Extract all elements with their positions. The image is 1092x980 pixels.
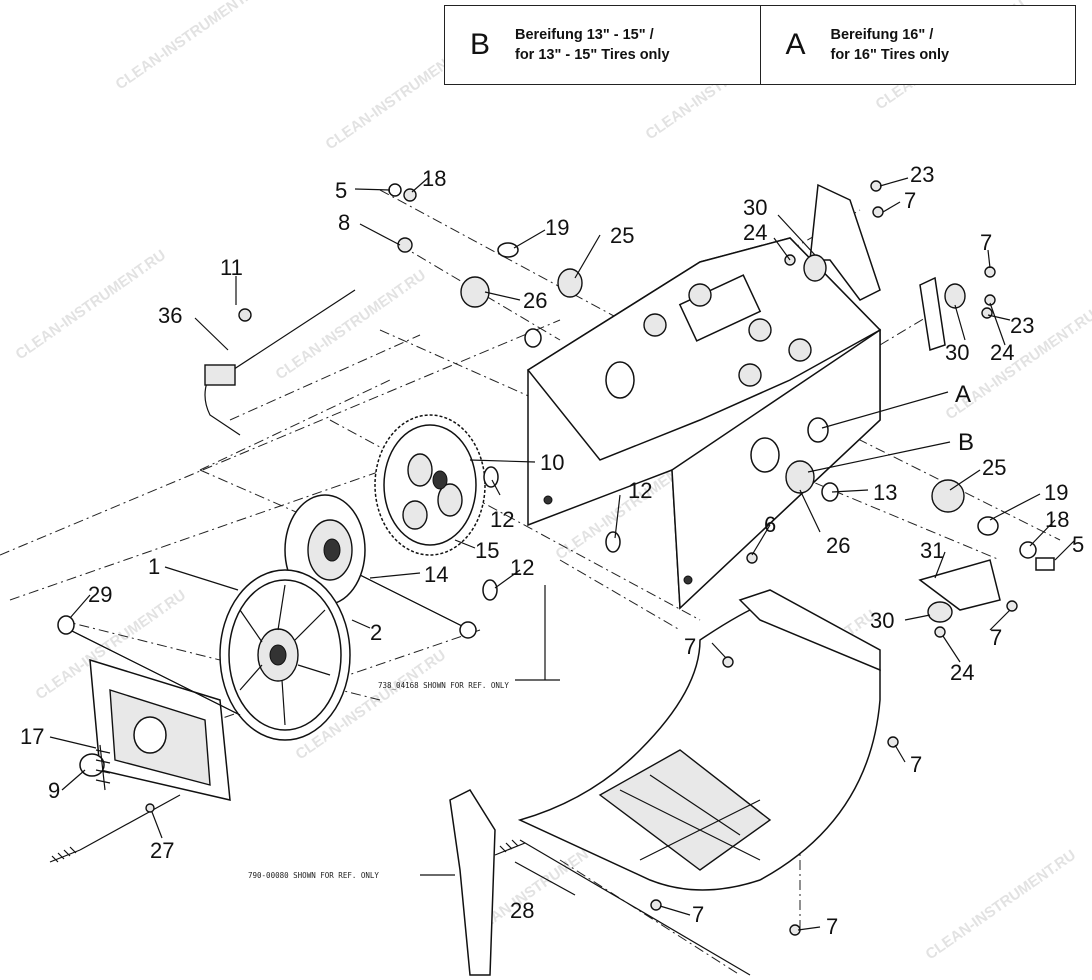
watermark-text: CLEAN-INSTRUMENT.RU — [923, 847, 1080, 964]
legend-b-line1: Bereifung 13" - 15" / — [515, 27, 654, 43]
callout-24: 24 — [990, 340, 1014, 365]
legend-text-a: Bereifung 16" / for 16" Tires only — [831, 25, 950, 65]
watermark-text: CLEAN-INSTRUMENT.RU — [13, 247, 170, 364]
drive-pulley — [219, 569, 351, 741]
callout-12: 12 — [628, 478, 652, 503]
callout-5: 5 — [335, 178, 347, 203]
watermark-text: CLEAN-INSTRUMENT.RU — [113, 0, 270, 93]
callout-7: 7 — [904, 188, 916, 213]
callout-12: 12 — [510, 555, 534, 580]
shift-rod — [204, 289, 356, 436]
tire-size-legend: B Bereifung 13" - 15" / for 13" - 15" Ti… — [444, 5, 1076, 85]
callout-labels: 5 18 8 19 25 26 11 36 10 12 12 12 15 14 … — [20, 162, 1084, 939]
callout-7: 7 — [980, 230, 992, 255]
spring-reference-note: 790-00080 SHOWN FOR REF. ONLY — [248, 871, 379, 880]
drive-gear — [374, 414, 486, 556]
callout-26: 26 — [826, 533, 850, 558]
callout-14: 14 — [424, 562, 448, 587]
watermark-text: CLEAN-INSTRUMENT.RU — [273, 267, 430, 384]
legend-letter-a: A — [785, 28, 806, 61]
housing-frame — [526, 237, 882, 610]
callout-26: 26 — [523, 288, 547, 313]
callout-25: 25 — [610, 223, 634, 248]
callout-15: 15 — [475, 538, 499, 563]
shift-lever — [449, 789, 751, 976]
callout-24: 24 — [950, 660, 974, 685]
legend-text-b: Bereifung 13" - 15" / for 13" - 15" Tire… — [515, 25, 670, 65]
callout-A: A — [955, 381, 971, 408]
legend-cell-b: B Bereifung 13" - 15" / for 13" - 15" Ti… — [445, 6, 760, 84]
callout-19: 19 — [545, 215, 569, 240]
callout-24: 24 — [743, 220, 767, 245]
reference-notes: 738_04168 SHOWN FOR REF. ONLY 790-00080 … — [248, 585, 560, 880]
callout-13: 13 — [873, 480, 897, 505]
callout-31: 31 — [920, 538, 944, 563]
callout-2: 2 — [370, 620, 382, 645]
callout-9: 9 — [48, 778, 60, 803]
leader-lines — [49, 177, 1076, 931]
callout-7: 7 — [990, 625, 1002, 650]
legend-cell-a: A Bereifung 16" / for 16" Tires only — [759, 6, 1076, 84]
callout-11: 11 — [220, 255, 243, 280]
callout-27: 27 — [150, 838, 174, 863]
legend-a-line2: for 16" Tires only — [830, 47, 950, 63]
callout-23: 23 — [1010, 313, 1034, 338]
callout-28: 28 — [510, 898, 534, 923]
pulley-reference-note: 738_04168 SHOWN FOR REF. ONLY — [378, 681, 509, 690]
callout-10: 10 — [540, 450, 564, 475]
legend-a-line1: Bereifung 16" / — [830, 27, 934, 43]
callout-6: 6 — [764, 512, 776, 537]
callout-25: 25 — [982, 455, 1006, 480]
hardware — [145, 180, 1055, 936]
bottom-cover — [517, 589, 881, 891]
callout-7: 7 — [826, 914, 838, 939]
callout-30: 30 — [945, 340, 969, 365]
callout-23: 23 — [910, 162, 934, 187]
shift-plate — [57, 615, 241, 801]
callout-30: 30 — [743, 195, 767, 220]
callout-8: 8 — [338, 210, 350, 235]
cable-spring — [49, 794, 181, 863]
legend-b-line2: for 13" - 15" Tires only — [515, 47, 670, 63]
callout-5: 5 — [1072, 532, 1084, 557]
callout-12: 12 — [490, 507, 514, 532]
legend-letter-b: B — [469, 28, 490, 61]
callout-30: 30 — [870, 608, 894, 633]
callout-B: B — [958, 429, 974, 456]
callout-7: 7 — [692, 902, 704, 927]
callout-1: 1 — [148, 554, 160, 579]
callout-18: 18 — [1045, 507, 1069, 532]
callout-7: 7 — [910, 752, 922, 777]
callout-17: 17 — [20, 724, 44, 749]
callout-7: 7 — [684, 634, 696, 659]
callout-36: 36 — [158, 303, 182, 328]
callout-18: 18 — [422, 166, 446, 191]
callout-29: 29 — [88, 582, 112, 607]
callout-19: 19 — [1044, 480, 1068, 505]
